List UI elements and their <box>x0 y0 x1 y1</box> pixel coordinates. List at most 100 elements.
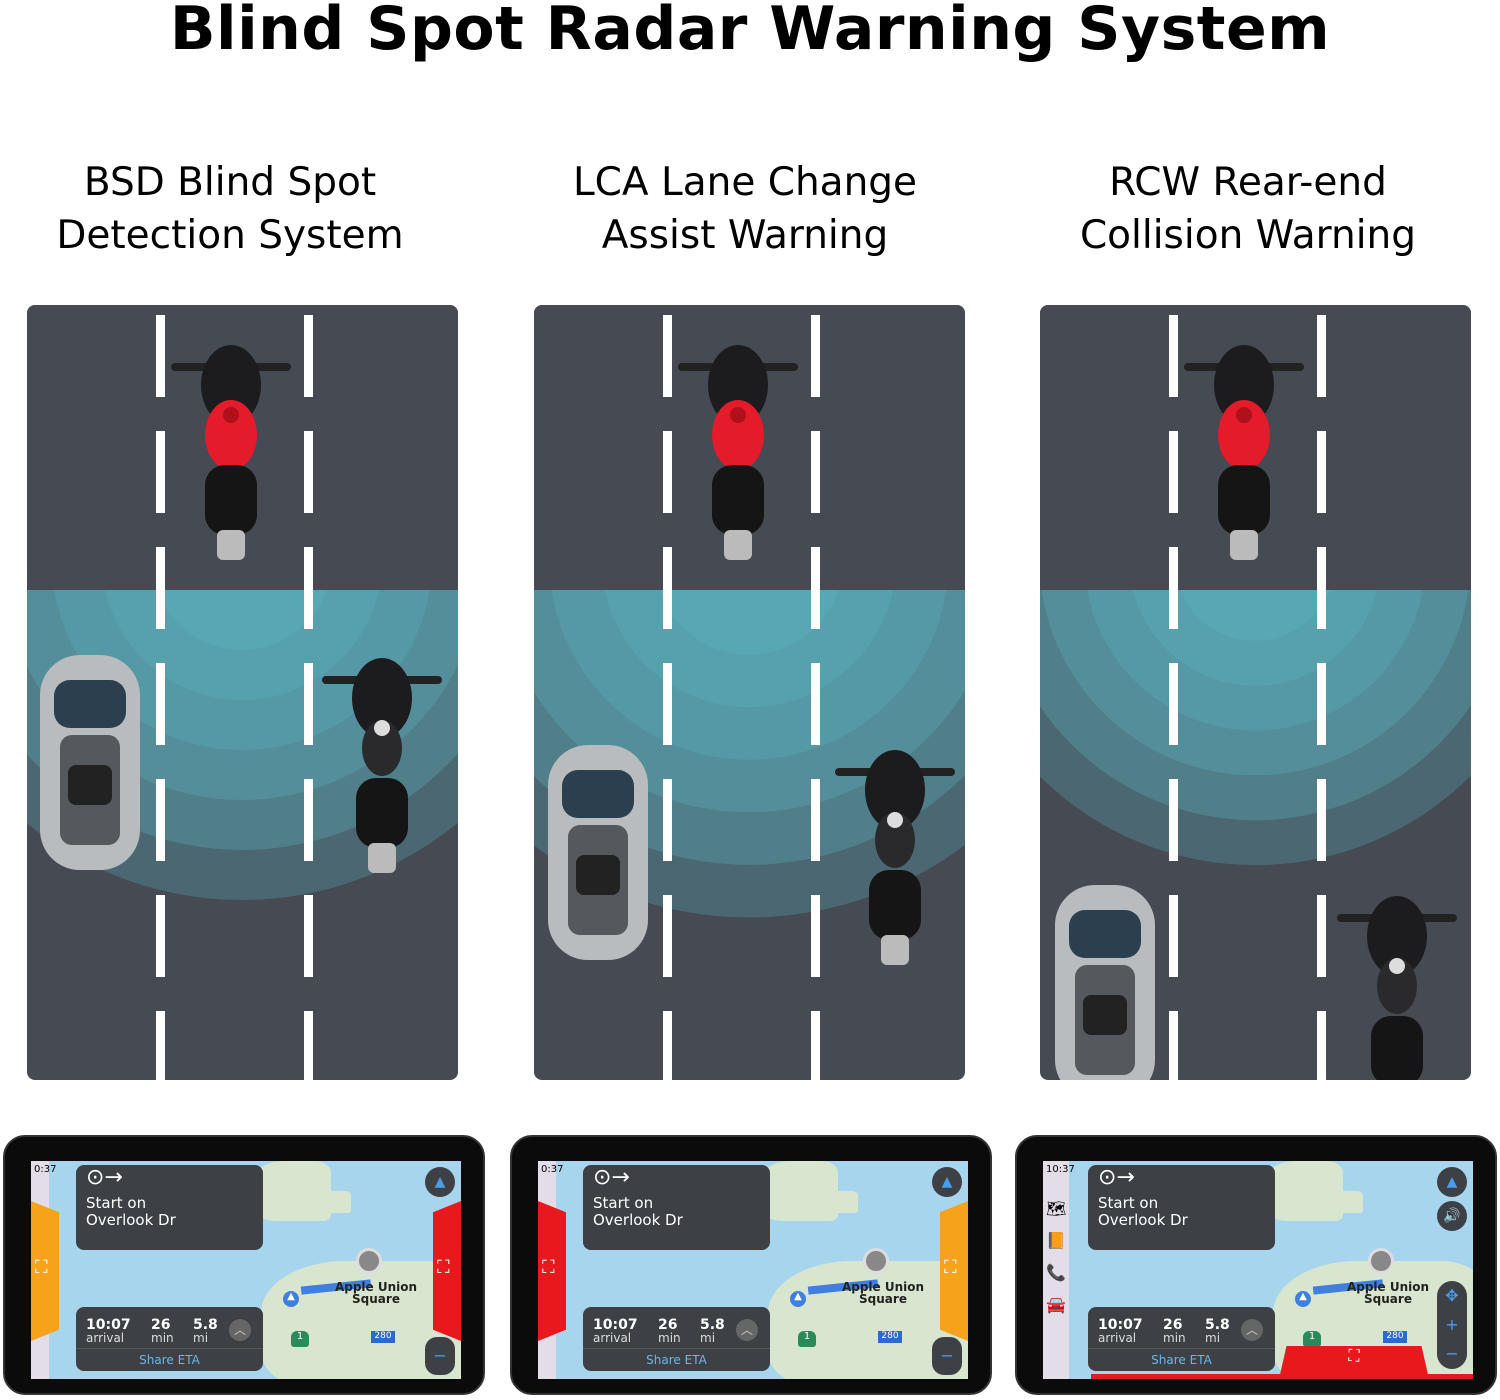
lane-marking <box>663 1011 672 1080</box>
share-eta-button[interactable]: Share ETA <box>583 1348 770 1367</box>
lane-marking <box>811 1011 820 1080</box>
distance-label: mi <box>193 1331 209 1345</box>
current-location-icon: ▲ <box>790 1291 806 1307</box>
audio-button[interactable]: 🔊 <box>1437 1201 1467 1231</box>
lane-marking <box>304 895 313 977</box>
lane-marking <box>304 547 313 629</box>
compass-button[interactable]: ▲ <box>1437 1167 1467 1197</box>
instruction-line-2: Overlook Dr <box>593 1211 683 1229</box>
zoom-in-button[interactable]: + <box>1445 1315 1459 1334</box>
caption-line-2: Detection System <box>56 213 404 258</box>
lane-marking <box>1169 779 1178 861</box>
pan-icon[interactable]: ✥ <box>1445 1286 1459 1305</box>
motorcycle <box>678 345 798 560</box>
distance-label: mi <box>700 1331 716 1345</box>
expand-chevron-icon[interactable]: ︿ <box>229 1319 251 1341</box>
lane-marking <box>156 315 165 397</box>
arrival-label: arrival <box>593 1331 632 1345</box>
map-view[interactable]: ▲ Apple Union Square 1 280 10:37 🗺📙📞🚘 ⊙→… <box>1043 1161 1473 1379</box>
motorcycle <box>171 345 291 560</box>
instruction-line-1: Start on <box>593 1194 654 1212</box>
map-view[interactable]: ▲ Apple Union Square 1 280 0:37 ⊙→ Start… <box>538 1161 968 1379</box>
lane-marking <box>1169 663 1178 745</box>
instruction-line-2: Overlook Dr <box>86 1211 176 1229</box>
apple-store-pin <box>1368 1248 1394 1274</box>
lane-marking <box>811 431 820 513</box>
books-app-icon[interactable]: 📙 <box>1046 1231 1066 1250</box>
compass-button[interactable]: ▲ <box>425 1167 455 1197</box>
direction-card[interactable]: ⊙→ Start on Overlook Dr <box>583 1165 770 1250</box>
left-warning-indicator: ⛶ <box>31 1201 59 1341</box>
caption-line-1: RCW Rear-end <box>1109 160 1387 205</box>
status-time: 10:37 <box>1046 1164 1075 1175</box>
share-eta-button[interactable]: Share ETA <box>76 1348 263 1367</box>
duration-label: min <box>1163 1331 1186 1345</box>
arrival-label: arrival <box>86 1331 125 1345</box>
motorcycle <box>835 750 955 965</box>
compass-button[interactable]: ▲ <box>932 1167 962 1197</box>
share-eta-button[interactable]: Share ETA <box>1088 1348 1275 1367</box>
lane-marking <box>811 315 820 397</box>
phone-app-icon[interactable]: 📞 <box>1046 1263 1066 1282</box>
duration-value: 26 <box>151 1317 171 1333</box>
lane-marking <box>811 547 820 629</box>
arrival-time: 10:07 <box>593 1317 638 1333</box>
lane-marking <box>1169 315 1178 397</box>
lane-marking <box>811 895 820 977</box>
poi-label: Apple Union Square <box>1346 1280 1430 1306</box>
right-warning-indicator: ⛶ <box>940 1201 968 1341</box>
lane-marking <box>663 663 672 745</box>
highway-1-shield: 1 <box>1303 1331 1321 1347</box>
expand-chevron-icon[interactable]: ︿ <box>1241 1319 1263 1341</box>
lane-marking <box>1169 431 1178 513</box>
zoom-out-button[interactable]: − <box>932 1337 962 1375</box>
lane-marking <box>1317 895 1326 977</box>
zoom-out-button[interactable]: − <box>425 1337 455 1375</box>
carplay-display: ▲ Apple Union Square 1 280 0:37 ⊙→ Start… <box>3 1135 485 1395</box>
instruction-line-1: Start on <box>86 1194 147 1212</box>
lane-marking <box>156 895 165 977</box>
lane-marking <box>304 663 313 745</box>
carplay-display: ▲ Apple Union Square 1 280 10:37 🗺📙📞🚘 ⊙→… <box>1015 1135 1497 1395</box>
lane-marking <box>1317 431 1326 513</box>
road-illustration <box>534 305 965 1080</box>
start-arrow-icon: ⊙→ <box>86 1165 123 1190</box>
lane-marking <box>1169 547 1178 629</box>
expand-chevron-icon[interactable]: ︿ <box>736 1319 758 1341</box>
map-view[interactable]: ▲ Apple Union Square 1 280 0:37 ⊙→ Start… <box>31 1161 461 1379</box>
lane-marking <box>663 547 672 629</box>
highway-1-shield: 1 <box>291 1331 309 1347</box>
direction-card[interactable]: ⊙→ Start on Overlook Dr <box>1088 1165 1275 1250</box>
lane-marking <box>304 1011 313 1080</box>
duration-label: min <box>658 1331 681 1345</box>
lane-marking <box>811 663 820 745</box>
lane-marking <box>663 895 672 977</box>
lane-marking <box>1317 779 1326 861</box>
current-location-icon: ▲ <box>283 1291 299 1307</box>
car-sensor-icon: ⛶ <box>542 1257 555 1278</box>
poi-label: Apple Union Square <box>841 1280 925 1306</box>
maps-app-icon[interactable]: 🗺 <box>1046 1199 1067 1218</box>
motorcycle <box>322 658 442 873</box>
car-sensor-icon: ⛶ <box>944 1257 957 1278</box>
zoom-out-button[interactable]: − <box>1445 1344 1459 1363</box>
direction-card[interactable]: ⊙→ Start on Overlook Dr <box>76 1165 263 1250</box>
distance-label: mi <box>1205 1331 1221 1345</box>
car-sensor-icon: ⛶ <box>437 1257 450 1278</box>
car-icon[interactable]: 🚘 <box>1046 1295 1066 1314</box>
rear-warning-tab: ⛶ <box>1279 1346 1429 1379</box>
highway-1-shield: 1 <box>798 1331 816 1347</box>
start-arrow-icon: ⊙→ <box>593 1165 630 1190</box>
